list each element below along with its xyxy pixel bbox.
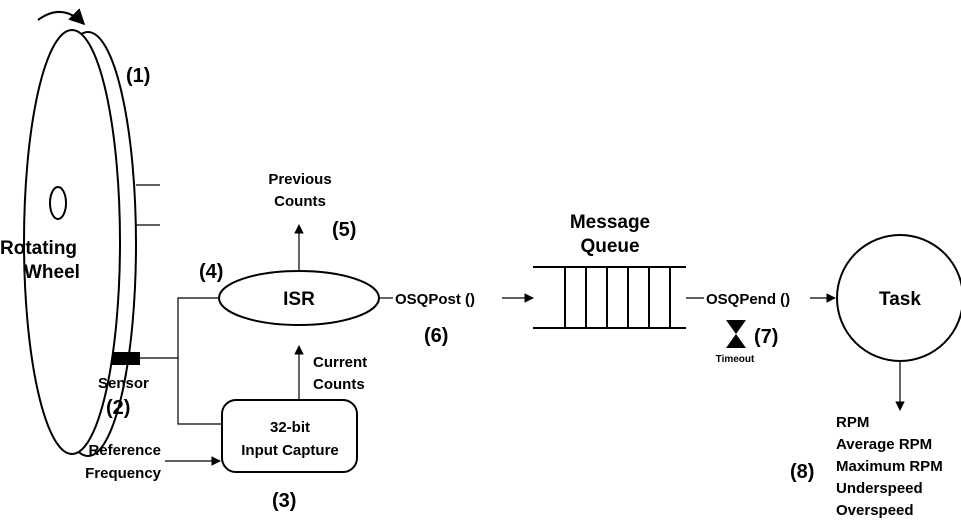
capture-line1: 32-bit [270, 419, 310, 436]
rotation-arrow [37, 8, 86, 26]
task-output-item: Average RPM [836, 436, 932, 453]
hourglass-icon [726, 320, 746, 348]
rotating-wheel [23, 29, 137, 457]
sensor-block [112, 352, 140, 365]
reference-line2: Frequency [85, 465, 162, 482]
previous-counts-line1: Previous [268, 171, 331, 188]
label-n4: (4) [199, 261, 223, 283]
message-queue-line1: Message [570, 212, 650, 233]
current-counts-line1: Current [313, 354, 367, 371]
label-n6: (6) [424, 325, 448, 347]
osqpend-label: OSQPend () [706, 291, 790, 308]
sensor-wiring [140, 297, 220, 359]
message-queue [533, 266, 686, 329]
sensor-label: Sensor [98, 375, 149, 392]
task-output-item: Maximum RPM [836, 458, 943, 475]
previous-counts-line2: Counts [274, 193, 326, 210]
label-n3: (3) [272, 490, 296, 512]
task-output-item: Overspeed [836, 502, 914, 519]
input-capture-node [221, 399, 358, 473]
isr-label: ISR [283, 289, 315, 310]
label-n5: (5) [332, 219, 356, 241]
label-n1: (1) [126, 65, 150, 87]
current-counts-line2: Counts [313, 376, 365, 393]
task-output-item: Underspeed [836, 480, 923, 497]
label-n8: (8) [790, 461, 814, 483]
osqpost-label: OSQPost () [395, 291, 475, 308]
timeout-label: Timeout [716, 354, 755, 365]
task-outputs: RPM Average RPM Maximum RPM UnderspeedOvers… [836, 414, 943, 519]
capture-line2: Input Capture [241, 442, 339, 459]
label-n2: (2) [106, 397, 130, 419]
message-queue-line2: Queue [580, 236, 639, 257]
wheel-label-line2: Wheel [24, 262, 80, 283]
wheel-label-line1: Rotating [0, 238, 77, 259]
reference-line1: Reference [88, 442, 161, 459]
label-n7: (7) [754, 326, 778, 348]
wheel-hub [49, 186, 67, 220]
task-output-item: RPM [836, 414, 869, 431]
task-label: Task [879, 289, 921, 310]
